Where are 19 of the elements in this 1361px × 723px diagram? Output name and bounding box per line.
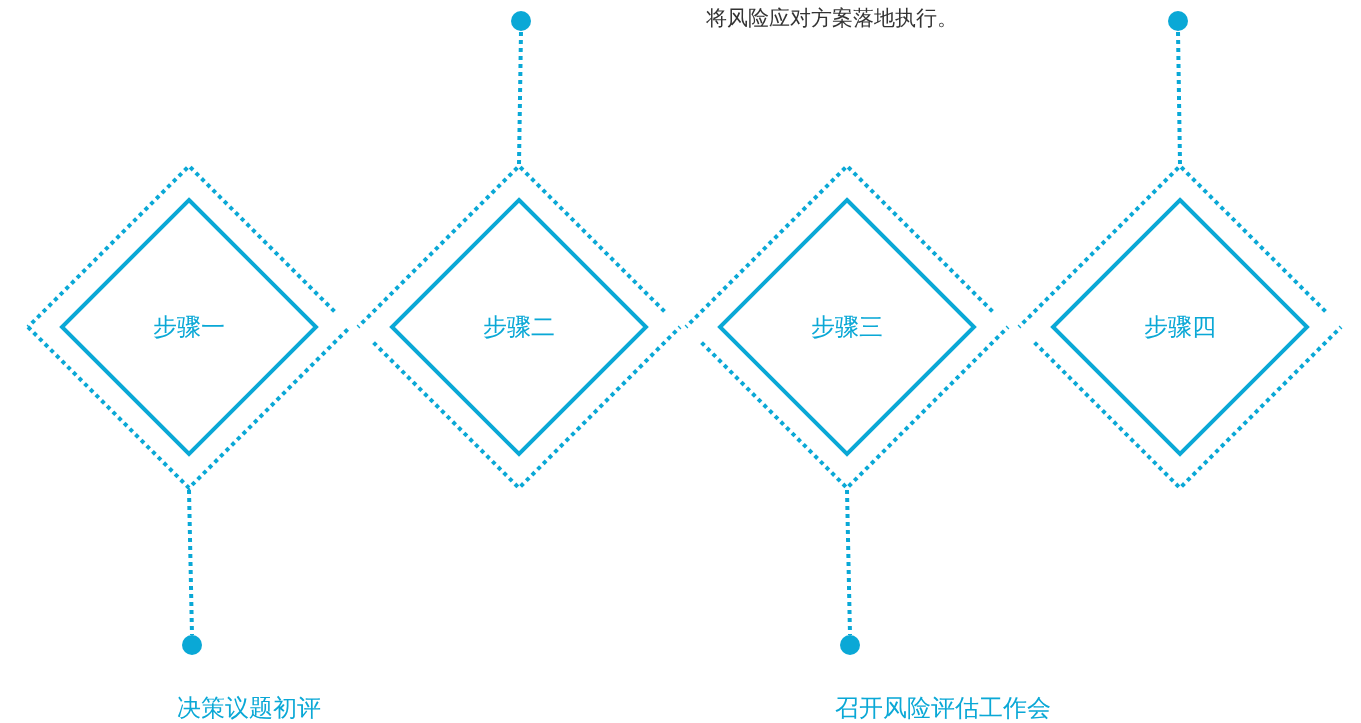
dotted-connector	[1176, 30, 1182, 165]
end-dot	[840, 635, 860, 655]
dotted-connector	[187, 489, 194, 636]
step-label: 步骤四	[1144, 312, 1216, 342]
end-dot	[182, 635, 202, 655]
step-label: 步骤三	[811, 312, 883, 342]
step-title: 召开风险评估工作会	[835, 693, 1051, 723]
step-diamond	[1017, 164, 1343, 490]
step-diamond	[356, 164, 682, 490]
step-title: 决策议题初评	[177, 693, 321, 723]
step-label: 步骤二	[483, 312, 555, 342]
dotted-connector	[517, 30, 523, 165]
step-description: 将风险应对方案落地执行。	[706, 5, 958, 31]
step-diamond	[26, 164, 352, 490]
step-label: 步骤一	[153, 312, 225, 342]
end-dot	[511, 11, 531, 31]
end-dot	[1168, 11, 1188, 31]
step-diamond	[684, 164, 1010, 490]
dotted-connector	[845, 489, 852, 636]
